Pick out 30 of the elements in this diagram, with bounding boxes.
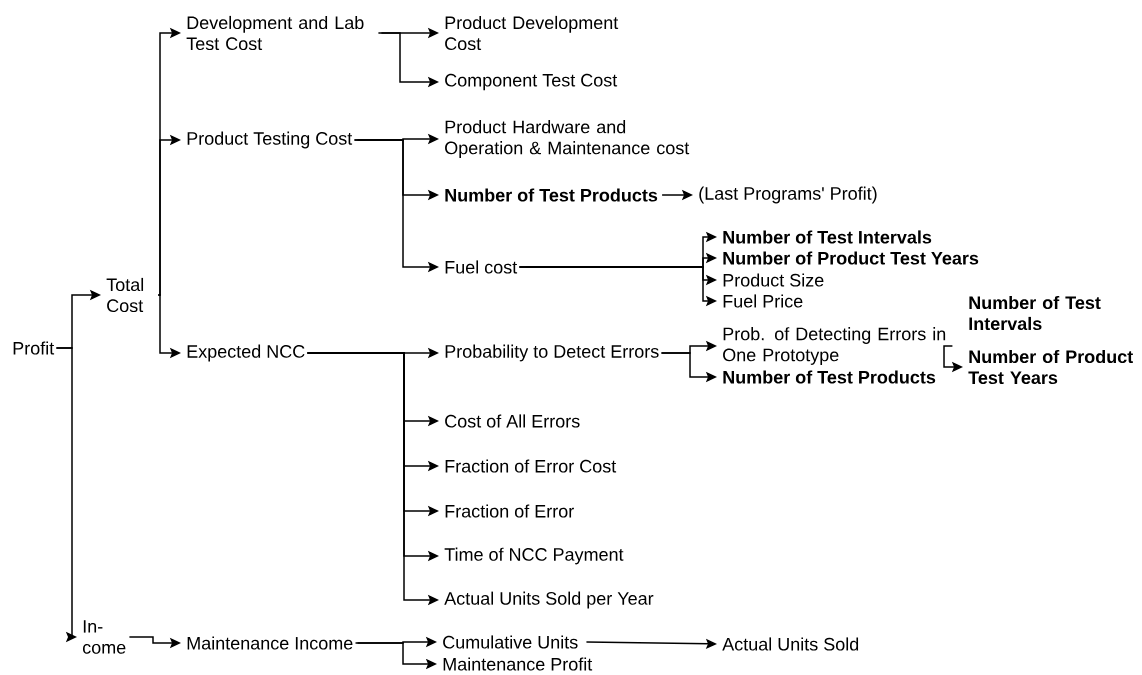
term-label: Number of Product Test Years bbox=[723, 251, 979, 265]
term-label: Number of Test Products bbox=[723, 370, 936, 384]
term-label: Product Hardware and Operation & Maintenance cost bbox=[445, 120, 690, 158]
term-label: Fraction of Error Cost bbox=[445, 459, 617, 473]
term-label: Expected NCC bbox=[187, 344, 305, 362]
term-label: Product Testing Cost bbox=[187, 131, 353, 149]
term-label: Actual Units Sold bbox=[722, 637, 859, 651]
term-label: Number of Test Intervals bbox=[969, 295, 1101, 331]
term-label: (Last Programs' Profit) bbox=[699, 186, 877, 204]
term-label: Time of NCC Payment bbox=[444, 547, 624, 565]
term-label: Number of Product Test Years bbox=[968, 349, 1133, 385]
term-label: Maintenance Income bbox=[187, 636, 353, 650]
term-label: Maintenance Profit bbox=[443, 657, 593, 671]
term-label: Development and Lab Test Cost bbox=[186, 15, 364, 51]
term-label: Component Test Cost bbox=[445, 73, 618, 91]
term-label: Fuel cost bbox=[445, 260, 518, 274]
term-label: In- come bbox=[82, 620, 126, 654]
term-label: Cost of All Errors bbox=[445, 414, 580, 428]
term-label: Product Development Cost bbox=[445, 15, 619, 51]
term-label: Actual Units Sold per Year bbox=[444, 591, 654, 609]
term-label: Probability to Detect Errors bbox=[445, 344, 659, 362]
term-label: Prob. of Detecting Errors in One Prototype bbox=[723, 327, 946, 365]
term-label: Number of Test Intervals bbox=[723, 230, 932, 244]
term-label: Profit bbox=[13, 341, 55, 355]
term-label: Fuel Price bbox=[723, 294, 803, 308]
term-label: Fraction of Error bbox=[445, 504, 574, 518]
term-label: Total Cost bbox=[106, 277, 144, 313]
term-label: Number of Test Products bbox=[445, 188, 658, 202]
term-label: Cumulative Units bbox=[443, 635, 578, 649]
term-label: Product Size bbox=[723, 273, 824, 287]
